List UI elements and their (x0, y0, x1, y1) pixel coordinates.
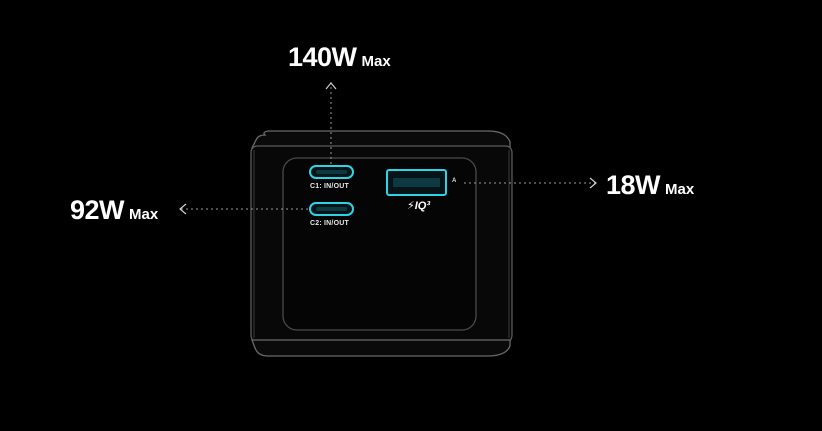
c2-port-label: C2: IN/OUT (310, 220, 349, 227)
usb-c-port-1-inner (316, 170, 347, 174)
poweriq-label: ⚡IQ³ (407, 200, 430, 212)
usb-a-port-tongue (393, 178, 440, 187)
charger-bottom-cap (251, 339, 511, 357)
c2-watt-value: 92W (70, 195, 125, 225)
charger-top-cap (250, 130, 511, 149)
arrow-head-top (325, 82, 337, 90)
usb-c-port-2-inner (316, 207, 347, 211)
usb-a-max-label: Max (665, 181, 695, 198)
arrow-head-right (589, 177, 597, 189)
arrow-head-left (179, 203, 187, 215)
usb-a-watt-value: 18W (606, 170, 661, 200)
c1-max-label: Max (361, 53, 391, 70)
charger-port-panel (282, 157, 477, 331)
c1-watt-value: 140W (288, 42, 357, 72)
c1-port-label: C1: IN/OUT (310, 183, 349, 190)
c2-max-label: Max (129, 206, 159, 223)
usb-a-marker: A (452, 178, 457, 184)
